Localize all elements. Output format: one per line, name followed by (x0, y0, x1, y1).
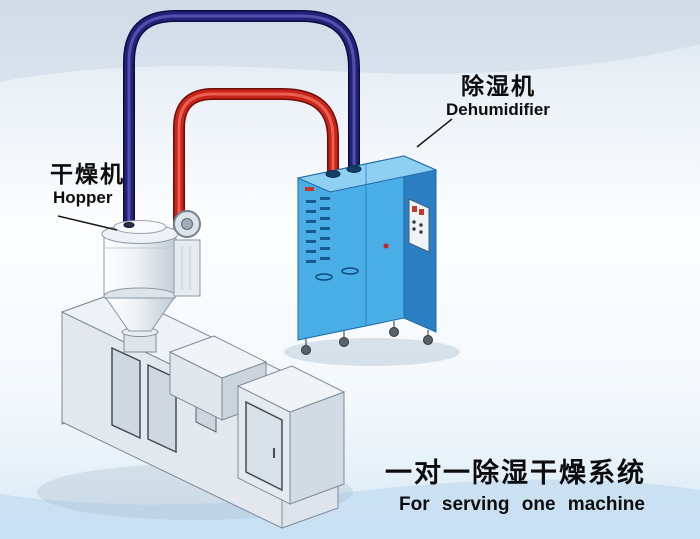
panel-dots (412, 220, 423, 234)
caption-en: For serving one machine (399, 494, 645, 515)
pointer-lines (57, 118, 453, 231)
hopper-cone (105, 297, 175, 332)
dehumidifier-shadow (284, 338, 460, 366)
dehumidifier-label-en: Dehumidifier (446, 100, 550, 119)
blower-box (173, 239, 201, 297)
hopper-dryer (101, 220, 179, 332)
caption-cn: 一对一除湿干燥系统 (385, 458, 646, 488)
gearbox-top-face (168, 335, 268, 379)
dehumidifier-cabinet (296, 155, 438, 355)
dry-air-port (325, 170, 341, 178)
dehumidifier-top-panel (296, 155, 438, 193)
hopper-label-line (57, 215, 118, 231)
hopper-inlet-port (123, 222, 135, 228)
brand-badge (305, 187, 314, 191)
door-panel-2 (147, 363, 177, 454)
dry-air-pipe-highlight (177, 92, 335, 228)
air-outlet-oval-1 (315, 273, 333, 281)
control-cabinet-top-face (236, 365, 346, 413)
air-hoses (123, 10, 360, 236)
blower-fan-hub (181, 218, 193, 230)
dehumidifier-label-cn: 除湿机 (461, 73, 536, 99)
air-outlet-oval-2 (341, 267, 359, 275)
return-air-port (346, 165, 362, 173)
return-air-pipe-highlight (127, 14, 356, 232)
vent-grid (306, 197, 330, 263)
bottom-wave-band (0, 479, 700, 539)
hopper-label-en: Hopper (53, 188, 113, 207)
panel-button-red-2 (419, 209, 424, 215)
hopper-label-cn: 干燥机 (50, 161, 125, 187)
blower-unit (173, 210, 201, 297)
cabinet-door (245, 400, 283, 492)
indicator-lamp (383, 243, 389, 249)
caster-wheels (301, 321, 433, 355)
hopper-lid-disk (113, 220, 167, 234)
dehumidifier-label-line (416, 118, 453, 148)
door-panel-1 (111, 346, 141, 440)
panel-button-red-1 (412, 206, 417, 212)
